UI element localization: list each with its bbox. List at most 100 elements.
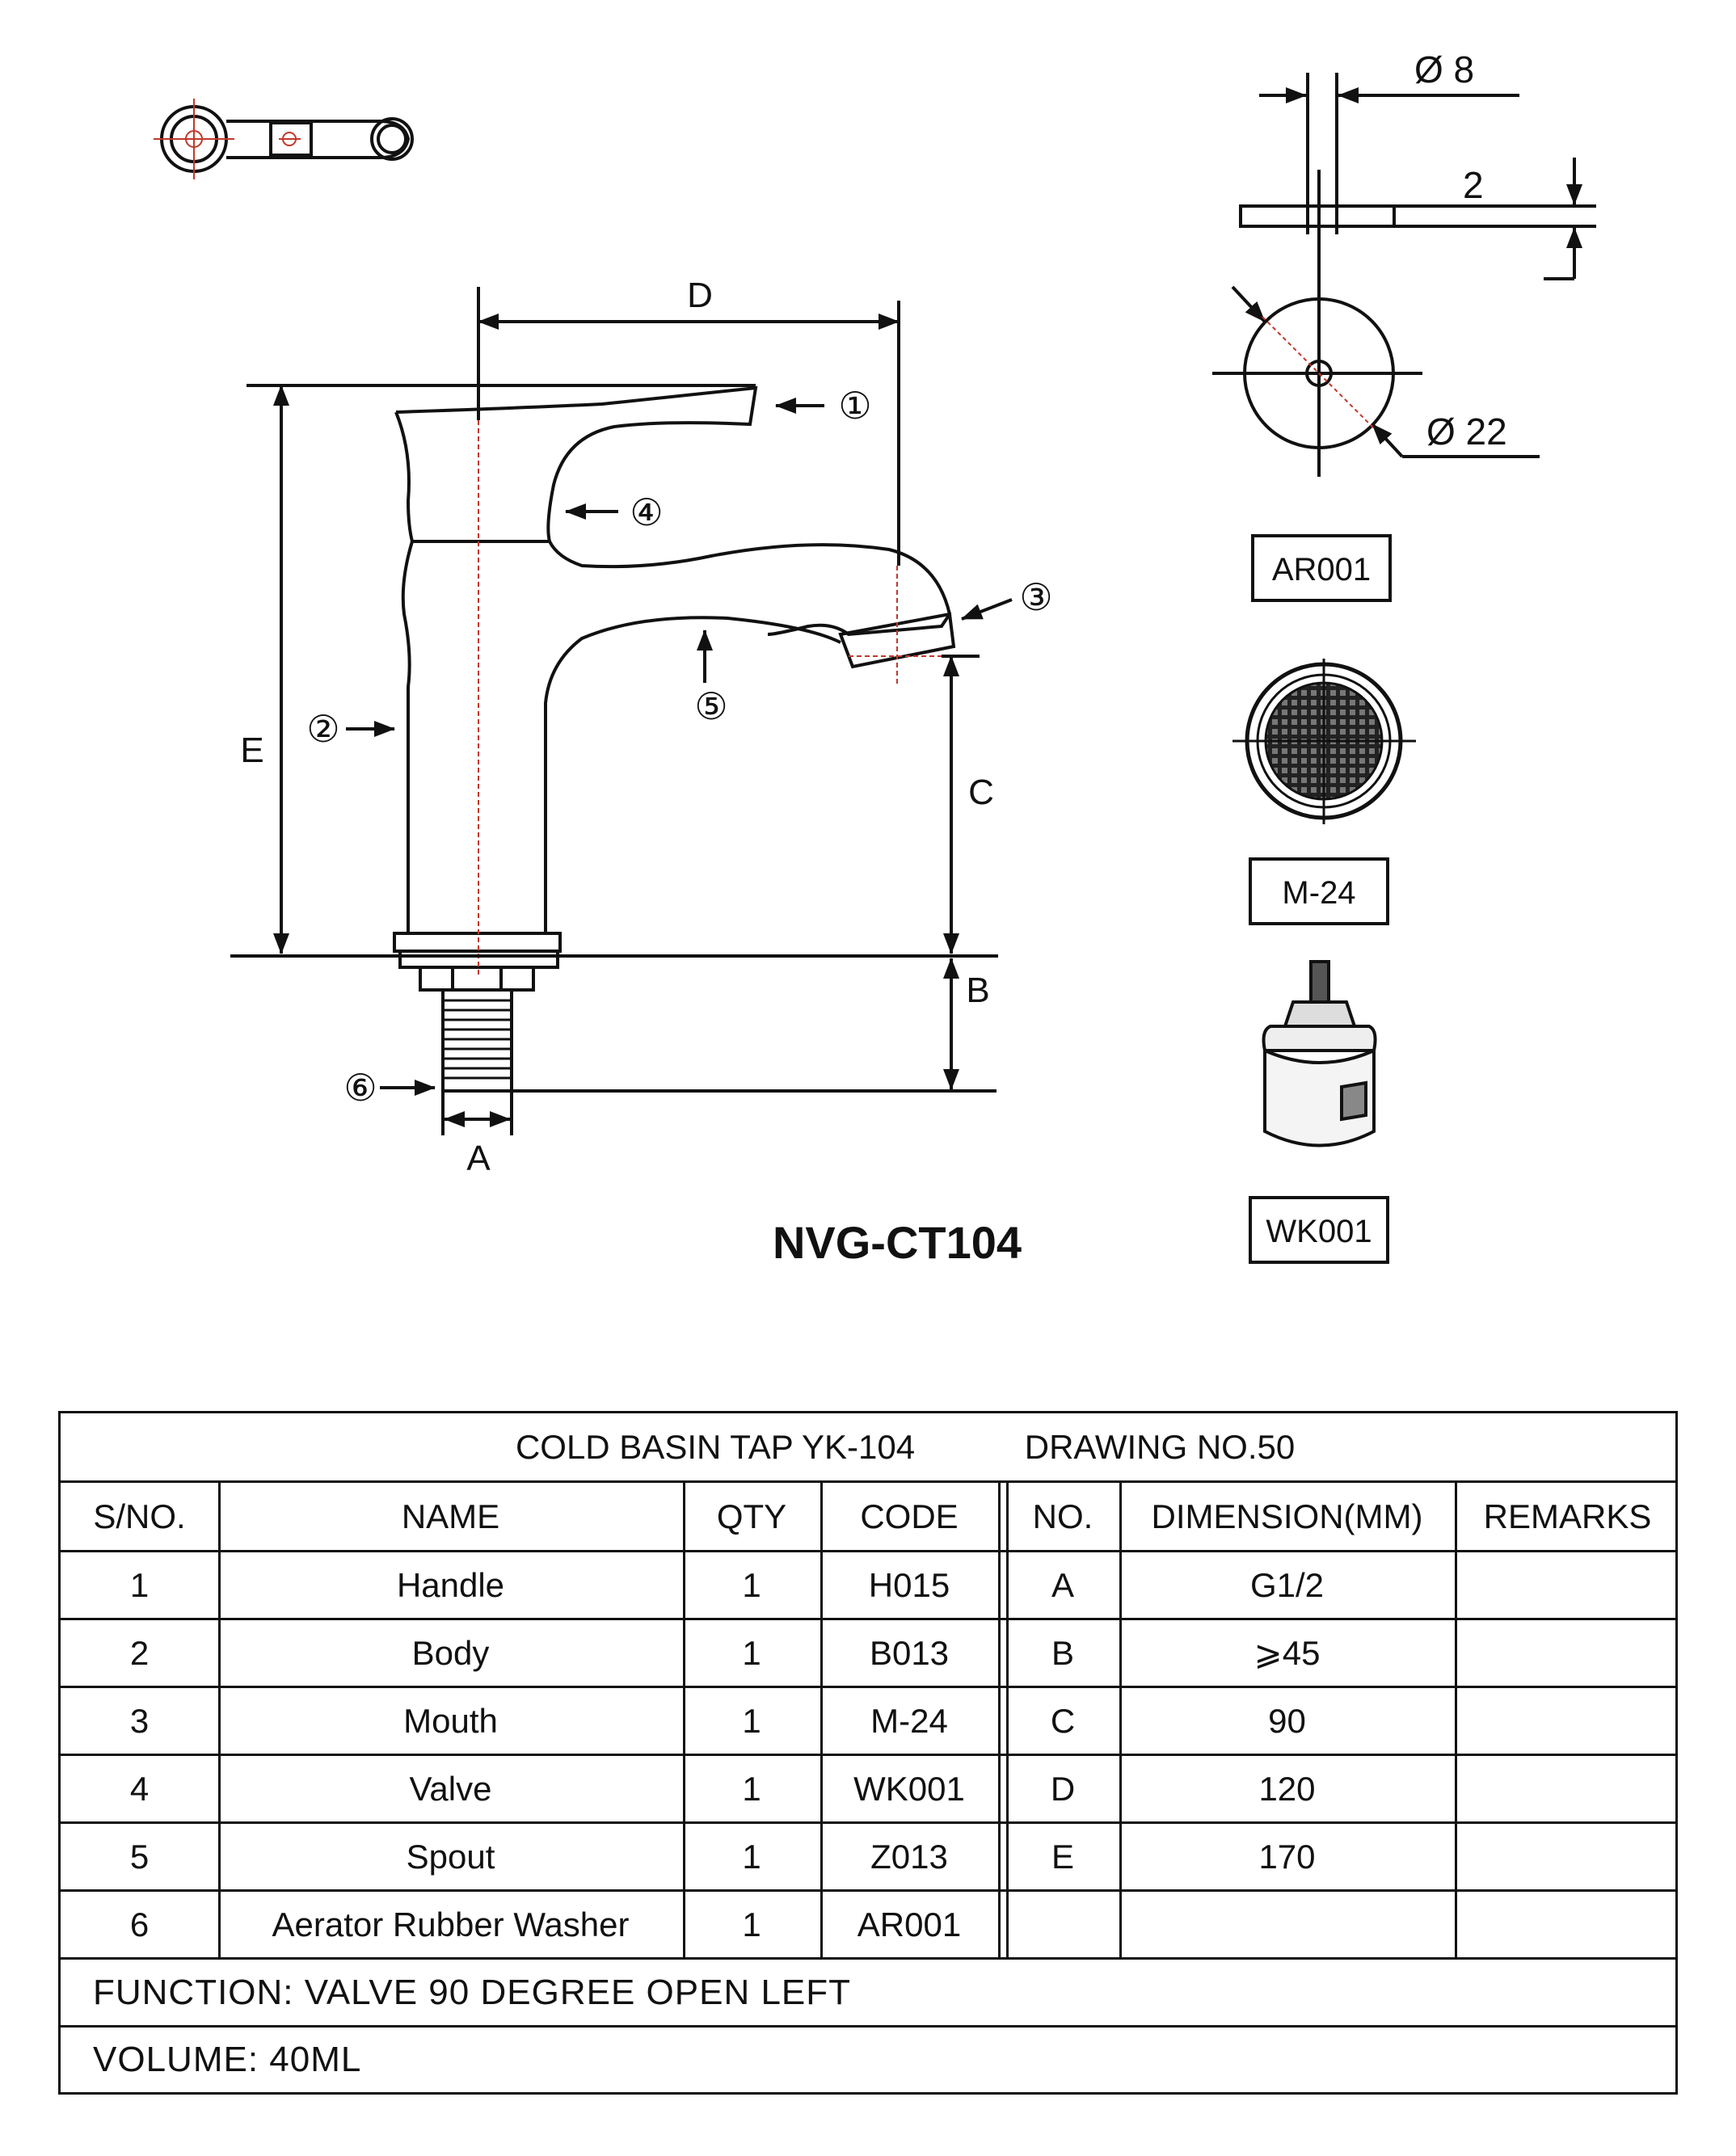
header-no: NO. [1032, 1497, 1093, 1535]
cell-remarks [1455, 1552, 1680, 1618]
column-divider [998, 1483, 1001, 1960]
part-box-m24 [1249, 857, 1389, 925]
cell-no: A [1051, 1565, 1074, 1604]
cell-name: Aerator Rubber Washer [272, 1905, 630, 1943]
table-row: 6 Aerator Rubber Washer 1 AR001 [61, 1892, 1675, 1960]
table-row: 4 Valve 1 WK001 D 120 [61, 1756, 1675, 1824]
part-box-ar001-label: AR001 [1272, 552, 1371, 587]
cell-remarks [1455, 1688, 1680, 1754]
callout-1: ① [838, 385, 871, 427]
cell-dimension: 170 [1258, 1837, 1316, 1876]
part-box-wk001 [1249, 1196, 1389, 1264]
drawing-number: DRAWING NO.50 [1024, 1427, 1296, 1466]
dim-label-d: D [687, 276, 713, 315]
table-header-row: S/NO. NAME QTY CODE NO. DIMENSION(MM) RE… [61, 1483, 1675, 1552]
dim-thickness-2: 2 [1463, 164, 1484, 206]
header-code: CODE [860, 1497, 959, 1535]
column-divider [1455, 1483, 1457, 1960]
cell-dimension: 120 [1258, 1769, 1316, 1808]
cell-dimension: 90 [1268, 1701, 1306, 1740]
cell-qty: 1 [742, 1565, 761, 1604]
dim-label-a: A [466, 1139, 491, 1178]
cell-sno: 5 [129, 1837, 150, 1876]
callout-5: ⑤ [694, 685, 727, 727]
table-title-row: COLD BASIN TAP YK-104 DRAWING NO.50 [61, 1413, 1675, 1483]
cell-no: D [1050, 1769, 1076, 1808]
cell-qty: 1 [742, 1769, 761, 1808]
dim-label-c: C [968, 773, 994, 812]
cell-sno: 3 [129, 1701, 150, 1740]
cell-remarks [1455, 1892, 1680, 1957]
cell-code: M-24 [870, 1701, 948, 1740]
callout-6: ⑥ [343, 1067, 377, 1109]
shank-threads [443, 999, 512, 1080]
cell-no [1006, 1892, 1119, 1957]
cell-no: C [1050, 1701, 1076, 1740]
column-divider [1006, 1483, 1009, 1960]
header-dimension: DIMENSION(MM) [1151, 1497, 1423, 1535]
header-name: NAME [401, 1497, 500, 1535]
column-divider [218, 1483, 221, 1960]
technical-drawing: D E C B A ① ② ③ ④ ⑤ ⑥ Ø 8 2 Ø 22 AR001 [154, 48, 1596, 1264]
cell-code: WK001 [853, 1769, 965, 1808]
cell-qty: 1 [742, 1701, 761, 1740]
cell-name: Mouth [403, 1701, 498, 1740]
table-row: 5 Spout 1 Z013 E 170 [61, 1824, 1675, 1892]
cell-name: Valve [409, 1769, 492, 1808]
cell-dimension [1119, 1892, 1455, 1957]
cell-sno: 2 [129, 1633, 150, 1672]
cell-remarks [1455, 1824, 1680, 1889]
cell-name: Handle [396, 1565, 505, 1604]
part-box-m24-label: M-24 [1282, 875, 1355, 911]
cell-sno: 1 [129, 1565, 150, 1604]
column-divider [683, 1483, 685, 1960]
centerlines [478, 420, 942, 978]
table-row: 3 Mouth 1 M-24 C 90 [61, 1688, 1675, 1756]
table-row: 1 Handle 1 H015 A G1/2 [61, 1552, 1675, 1620]
cell-sno: 6 [129, 1905, 150, 1943]
cell-no: E [1051, 1837, 1074, 1876]
header-qty: QTY [716, 1497, 787, 1535]
faucet-profile [246, 384, 956, 1093]
cell-dimension: G1/2 [1249, 1565, 1325, 1604]
cell-remarks [1455, 1756, 1680, 1821]
spec-table: COLD BASIN TAP YK-104 DRAWING NO.50 S/NO… [58, 1411, 1678, 2095]
table-title: COLD BASIN TAP YK-104 [515, 1427, 916, 1466]
aerator-mesh-icon [1232, 659, 1416, 824]
cell-code: B013 [869, 1633, 950, 1672]
function-row: FUNCTION: VALVE 90 DEGREE OPEN LEFT [61, 1960, 1675, 2028]
cell-dimension: ⩾45 [1254, 1634, 1321, 1672]
cell-qty: 1 [742, 1905, 761, 1943]
dimension-lines [230, 287, 998, 1135]
cell-code: H015 [868, 1565, 950, 1604]
callout-4: ④ [630, 491, 663, 533]
cell-code: AR001 [857, 1905, 962, 1943]
cell-name: Spout [406, 1837, 495, 1876]
dim-diameter-8: Ø 8 [1414, 48, 1474, 91]
volume-text: VOLUME: 40ML [93, 2040, 362, 2079]
dim-label-e: E [240, 731, 263, 770]
washer-detail [1212, 73, 1596, 477]
dim-diameter-22: Ø 22 [1426, 411, 1507, 453]
header-sno: S/NO. [93, 1497, 186, 1535]
dim-label-b: B [966, 971, 989, 1010]
table-row: 2 Body 1 B013 B ⩾45 [61, 1620, 1675, 1688]
washer-diagonal [1262, 316, 1376, 431]
valve-cartridge-icon [1262, 960, 1377, 1147]
part-box-ar001 [1251, 534, 1392, 602]
cell-no: B [1051, 1633, 1074, 1672]
cell-qty: 1 [742, 1837, 761, 1876]
column-divider [1119, 1483, 1122, 1960]
header-remarks: REMARKS [1483, 1497, 1652, 1535]
callout-arrows [346, 398, 1013, 1096]
cell-remarks [1455, 1620, 1680, 1686]
part-box-wk001-label: WK001 [1266, 1214, 1372, 1249]
volume-row: VOLUME: 40ML [61, 2028, 1675, 2092]
column-divider [820, 1483, 823, 1960]
plan-view-icon [154, 99, 414, 179]
callout-2: ② [306, 708, 339, 750]
model-number: NVG-CT104 [772, 1217, 1022, 1268]
function-text: FUNCTION: VALVE 90 DEGREE OPEN LEFT [93, 1972, 852, 2012]
cell-qty: 1 [742, 1633, 761, 1672]
callout-3: ③ [1019, 576, 1052, 618]
